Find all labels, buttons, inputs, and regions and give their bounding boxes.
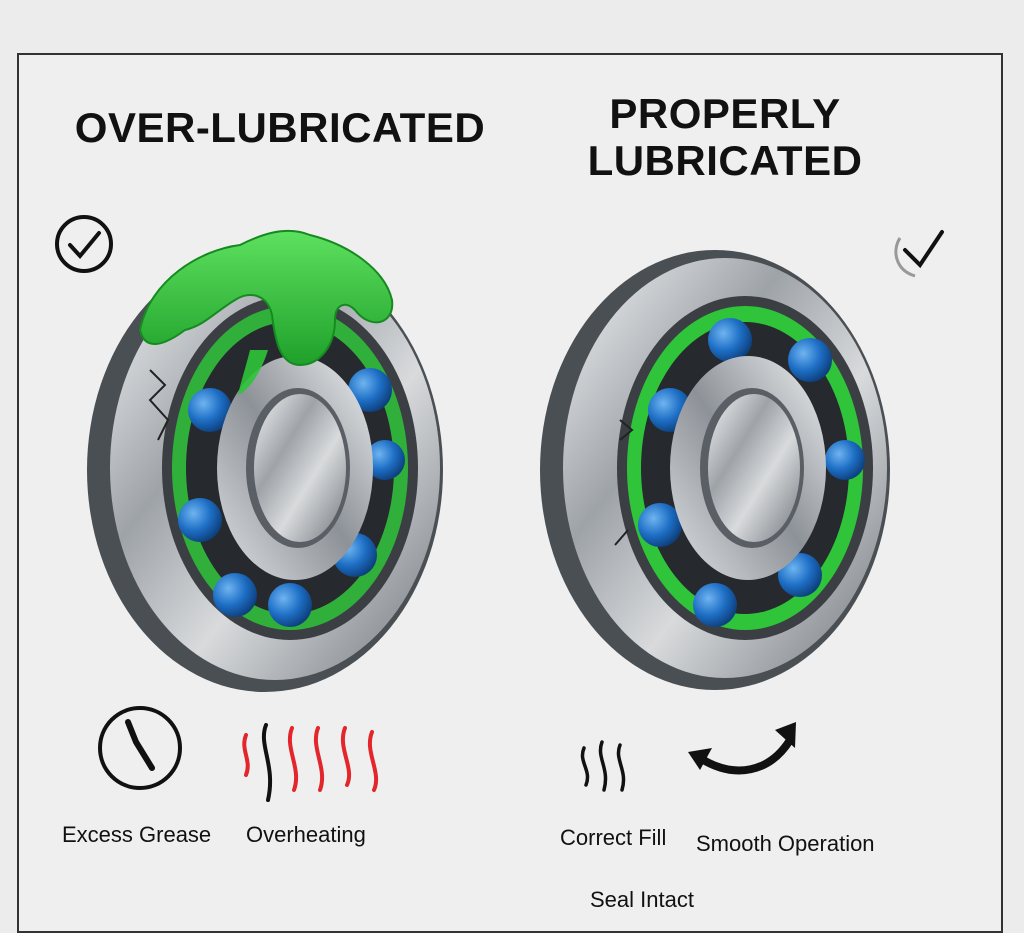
heat-waves-icon	[242, 723, 379, 802]
excess-grease-blob	[138, 229, 394, 367]
gauge-icon	[98, 706, 182, 790]
steam-icon	[580, 740, 626, 792]
label-seal-intact: Seal Intact	[590, 887, 694, 912]
label-correct-fill: Correct Fill	[560, 825, 667, 850]
label-excess-grease: Excess Grease	[62, 822, 212, 847]
title-line-2: LUBRICATED	[587, 137, 863, 185]
label-overheating: Overheating	[246, 822, 366, 847]
check-circle-icon	[55, 215, 113, 273]
check-mark-icon	[894, 230, 944, 278]
rotation-arrow-icon	[688, 722, 796, 775]
label-smooth-operation: Smooth Operation	[696, 831, 875, 856]
bearing-over-lubricated	[87, 229, 443, 692]
title-line-1: PROPERLY	[609, 90, 841, 137]
title-properly-lubricated: PROPERLY LUBRICATED	[560, 90, 890, 184]
title-over-lubricated: OVER-LUBRICATED	[74, 104, 486, 151]
bearing-properly-lubricated	[540, 250, 890, 690]
